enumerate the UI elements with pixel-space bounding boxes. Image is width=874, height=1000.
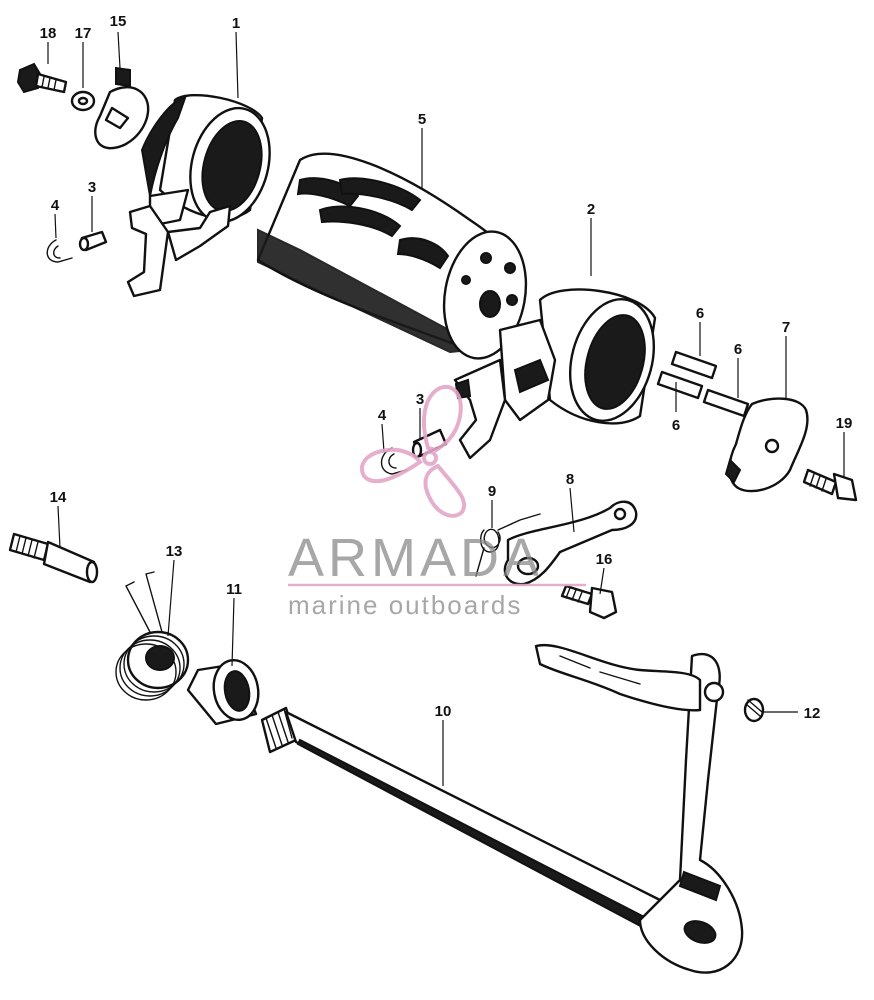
propeller-logo-icon [360, 384, 466, 518]
callout-3-lower: 3 [416, 391, 424, 408]
part-10-gearshift-spindle [260, 643, 744, 974]
callout-15: 15 [110, 13, 127, 30]
callout-9: 9 [488, 483, 496, 500]
callout-5: 5 [418, 111, 426, 128]
callout-4-upper: 4 [51, 197, 60, 214]
part-14-stud [8, 532, 99, 584]
callout-6-bottom: 6 [672, 417, 680, 434]
callout-2: 2 [587, 201, 595, 218]
callout-7: 7 [782, 319, 790, 336]
part-19-screw [802, 468, 858, 502]
callout-6-right: 6 [734, 341, 742, 358]
callout-10: 10 [435, 703, 452, 720]
callout-11: 11 [226, 581, 242, 598]
callout-labels: 18 17 15 1 4 3 5 2 6 6 6 7 19 3 4 9 8 16… [40, 13, 853, 722]
callout-1: 1 [232, 15, 240, 32]
part-4-clip-upper [46, 239, 73, 263]
part-7-cam-plate [724, 397, 809, 493]
callout-16: 16 [596, 551, 613, 568]
callout-18: 18 [40, 25, 57, 42]
callout-6-top: 6 [696, 305, 704, 322]
callout-8: 8 [566, 471, 574, 488]
callout-12: 12 [804, 705, 821, 722]
watermark-brand: ARMADA [288, 528, 543, 588]
part-17-washer [70, 90, 96, 112]
part-11-bushing [186, 659, 260, 726]
part-12-collar [743, 697, 765, 723]
callout-3-upper: 3 [88, 179, 96, 196]
part-5-shift-drum [256, 152, 528, 360]
leader-lines [47, 31, 845, 786]
watermark-tagline: marine outboards [288, 590, 522, 620]
callout-17: 17 [75, 25, 92, 42]
part-3-pin-upper [78, 230, 108, 252]
watermark: ARMADA marine outboards [288, 384, 586, 620]
part-2-shift-fork [453, 288, 657, 460]
part-15-plate [94, 66, 150, 150]
part-9-spring [475, 513, 541, 577]
part-1-shift-fork [126, 93, 271, 298]
part-6-pins [656, 350, 750, 418]
part-18-bolt [16, 62, 68, 94]
callout-14: 14 [50, 489, 67, 506]
callout-4-lower: 4 [378, 407, 387, 424]
part-13-return-spring [115, 571, 190, 701]
callout-19: 19 [836, 415, 853, 432]
callout-13: 13 [166, 543, 183, 560]
part-16-bolt [560, 584, 618, 620]
